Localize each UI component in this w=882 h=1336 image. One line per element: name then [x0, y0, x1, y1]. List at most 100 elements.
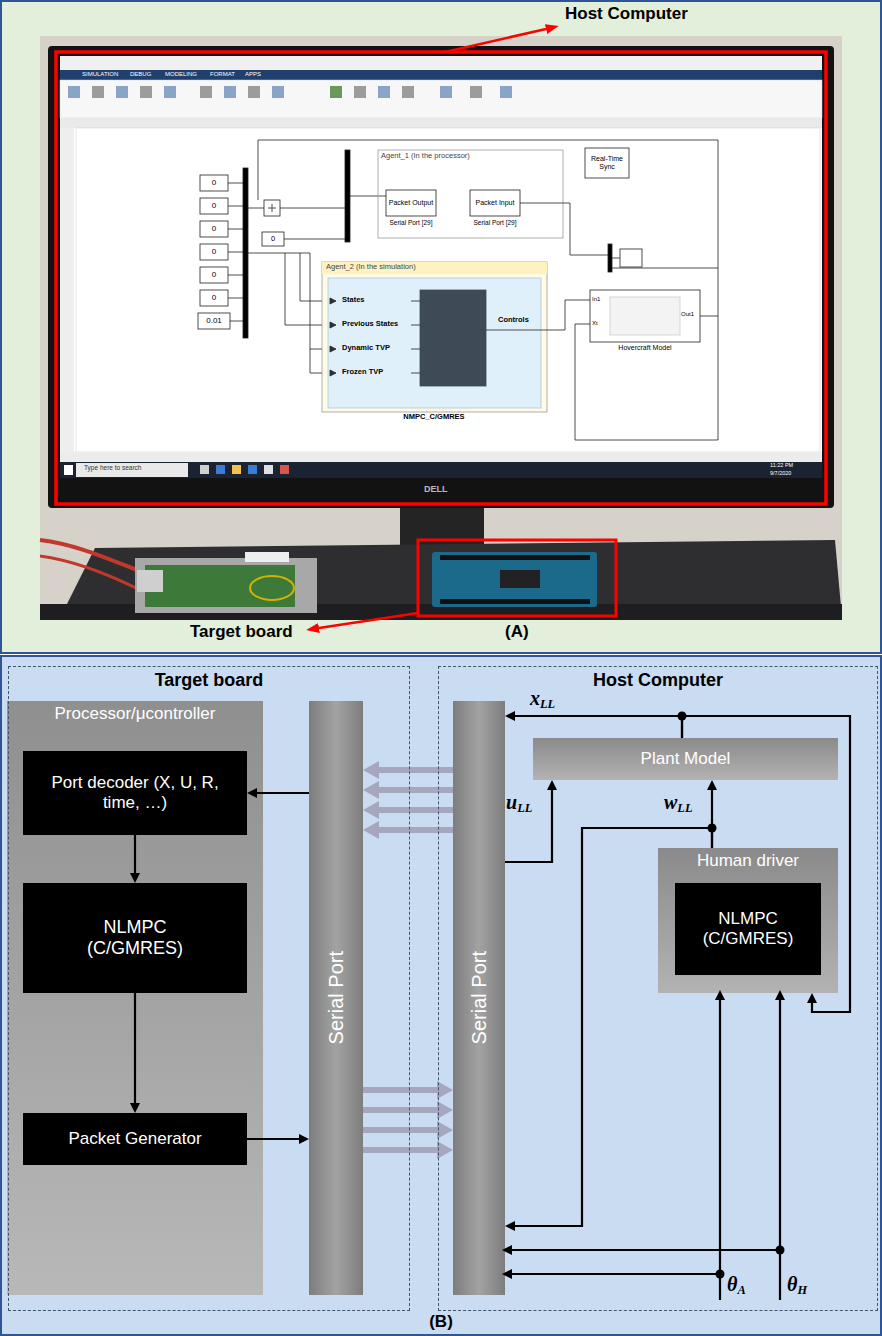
label-holder: Hovercraft Model [585, 344, 705, 352]
screen [272, 86, 284, 98]
label-holder: Frozen TVP [342, 368, 383, 377]
port-label: Serial Port [325, 951, 348, 1044]
simulink-model [200, 198, 228, 214]
plant-box: Plant Model [533, 738, 838, 780]
simulink-model [386, 190, 436, 216]
port-label: Previous States [342, 320, 398, 329]
menu-tab: MODELING [165, 71, 197, 78]
simulink-model [200, 267, 228, 283]
simulink-model [258, 140, 718, 440]
block-caption: Serial Port [29] [390, 219, 433, 226]
brand-logo: DELL [424, 484, 448, 494]
input-wire [512, 1273, 720, 1275]
screen [224, 86, 236, 98]
label-holder: Real-Time Sync [585, 148, 629, 178]
photo [40, 36, 842, 620]
label-holder: 0 [262, 232, 284, 246]
port-label: In1 [592, 296, 600, 303]
callout-label: Target board [190, 622, 293, 642]
node-fill [7, 701, 263, 1295]
box-title: Processor/μcontroller [55, 704, 216, 724]
screen [378, 86, 390, 98]
input-wire [719, 1000, 721, 1300]
node-fill [309, 701, 363, 1295]
photo-panel [0, 0, 882, 655]
simulink-model [268, 204, 276, 212]
simulink-model [198, 140, 718, 440]
mounting-plate [135, 558, 317, 613]
block-caption: Hovercraft Model [618, 344, 671, 352]
label-holder: FORMAT [210, 71, 235, 78]
port-label: Frozen TVP [342, 368, 383, 377]
label-holder: SIMULATION [82, 71, 118, 78]
simulink-model [378, 150, 563, 238]
node-fill [453, 701, 505, 1295]
box-title: Human driver [697, 851, 799, 871]
signal-label-holder: wLL [664, 792, 692, 812]
data-packet-arrow [379, 807, 453, 813]
simulink-model [420, 290, 486, 386]
label-holder: In1 [592, 296, 600, 303]
simulink-model [264, 200, 280, 216]
controller-box: NLMPC (C/GMRES) [23, 883, 247, 993]
label-holder: Agent_2 (In the simulation) [326, 263, 416, 272]
simulink-model [248, 253, 322, 373]
box-label: Plant Model [641, 749, 731, 769]
jumper-wires [250, 576, 294, 600]
screen [68, 86, 80, 98]
screen [60, 128, 74, 452]
simulink-model [228, 183, 243, 321]
label-holder: θA [727, 1274, 746, 1294]
signal-connector [247, 1138, 299, 1140]
group-box: Target boardProcessor/μcontrollerPort de… [8, 666, 410, 1311]
data-packet-arrow [379, 787, 453, 793]
screen [200, 465, 209, 474]
controller-box: NLMPC (C/GMRES) [675, 883, 821, 975]
node-fill [23, 751, 247, 835]
block-label: Real-Time Sync [585, 155, 629, 171]
simulink-model [610, 297, 680, 335]
box-label: Port decoder (X, U, R, time, …) [50, 773, 220, 812]
screen [76, 463, 188, 477]
simulink-model [322, 262, 547, 412]
node-fill [23, 1113, 247, 1165]
monitor-bezel [48, 46, 834, 508]
label-holder: Packet Input [470, 190, 520, 216]
label-holder: θH [787, 1274, 807, 1294]
data-packet-arrow [379, 827, 453, 833]
screen [60, 56, 822, 478]
wall [40, 36, 842, 620]
constant-value: 0 [212, 293, 216, 302]
screen [60, 56, 822, 70]
input-wire [779, 1000, 781, 1300]
constant-value: 0 [212, 270, 216, 279]
junction-dot [678, 712, 687, 721]
group-title: Target board [155, 670, 264, 691]
input-wire [716, 1270, 725, 1279]
pin-header [440, 599, 590, 604]
simulink-model [200, 221, 228, 237]
simulink-model [328, 278, 541, 408]
screen [280, 465, 289, 474]
label-holder: Previous States [342, 320, 398, 329]
node-fill [675, 883, 821, 975]
simulink-model [200, 244, 228, 260]
signal-label-holder: uLL [506, 792, 532, 812]
simulink-model [411, 301, 547, 373]
constant-value: 0.01 [206, 316, 222, 325]
data-packet-arrow [379, 767, 453, 773]
simulink-model [350, 196, 386, 197]
port-label: Dynamic TVP [342, 344, 390, 353]
block-caption: NMPC_C/GMRES [403, 413, 464, 422]
label-holder: 0 [200, 244, 228, 260]
screen [60, 70, 822, 80]
subsystem-title: Agent_2 (In the simulation) [326, 263, 416, 272]
screen [60, 452, 822, 462]
signal-label: wLL [664, 792, 692, 812]
screen [248, 465, 257, 474]
label-holder: APPS [245, 71, 261, 78]
screen [60, 118, 822, 128]
box-label: Packet Generator [68, 1129, 201, 1149]
input-signal: θA [727, 1274, 746, 1294]
label-holder: Serial Port [29] [380, 219, 442, 226]
